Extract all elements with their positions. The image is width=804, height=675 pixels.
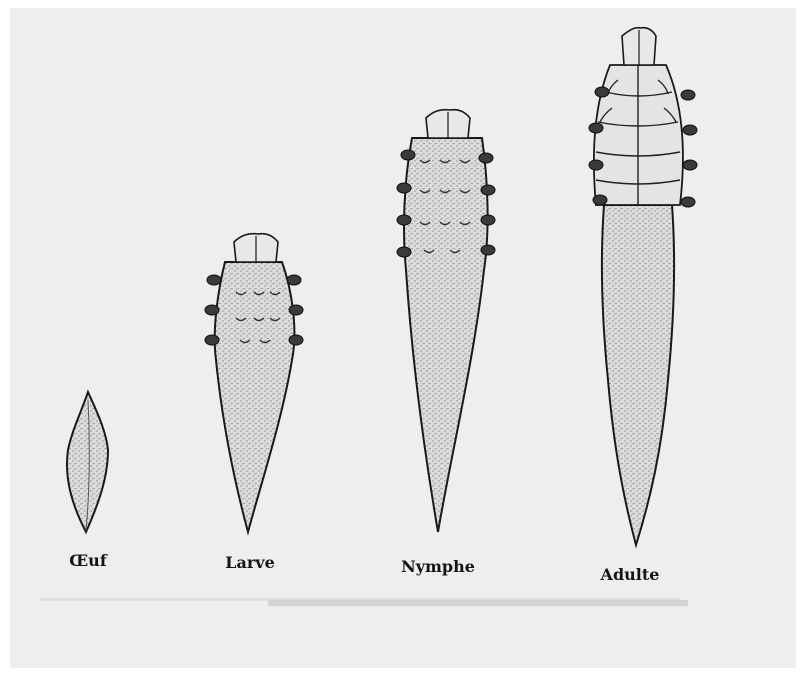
egg-label: Œuf <box>69 551 108 570</box>
larva-drawing <box>205 234 303 532</box>
nymph-label: Nymphe <box>401 557 475 576</box>
larva-body <box>215 262 295 532</box>
adult-body <box>602 205 674 545</box>
nymph-drawing <box>397 110 495 532</box>
scan-artifact-bar <box>40 598 680 601</box>
adult-drawing <box>589 28 697 545</box>
larva-label: Larve <box>225 553 275 572</box>
nymph-body <box>404 138 488 532</box>
adult-label: Adulte <box>600 565 660 584</box>
egg-drawing <box>67 392 108 532</box>
